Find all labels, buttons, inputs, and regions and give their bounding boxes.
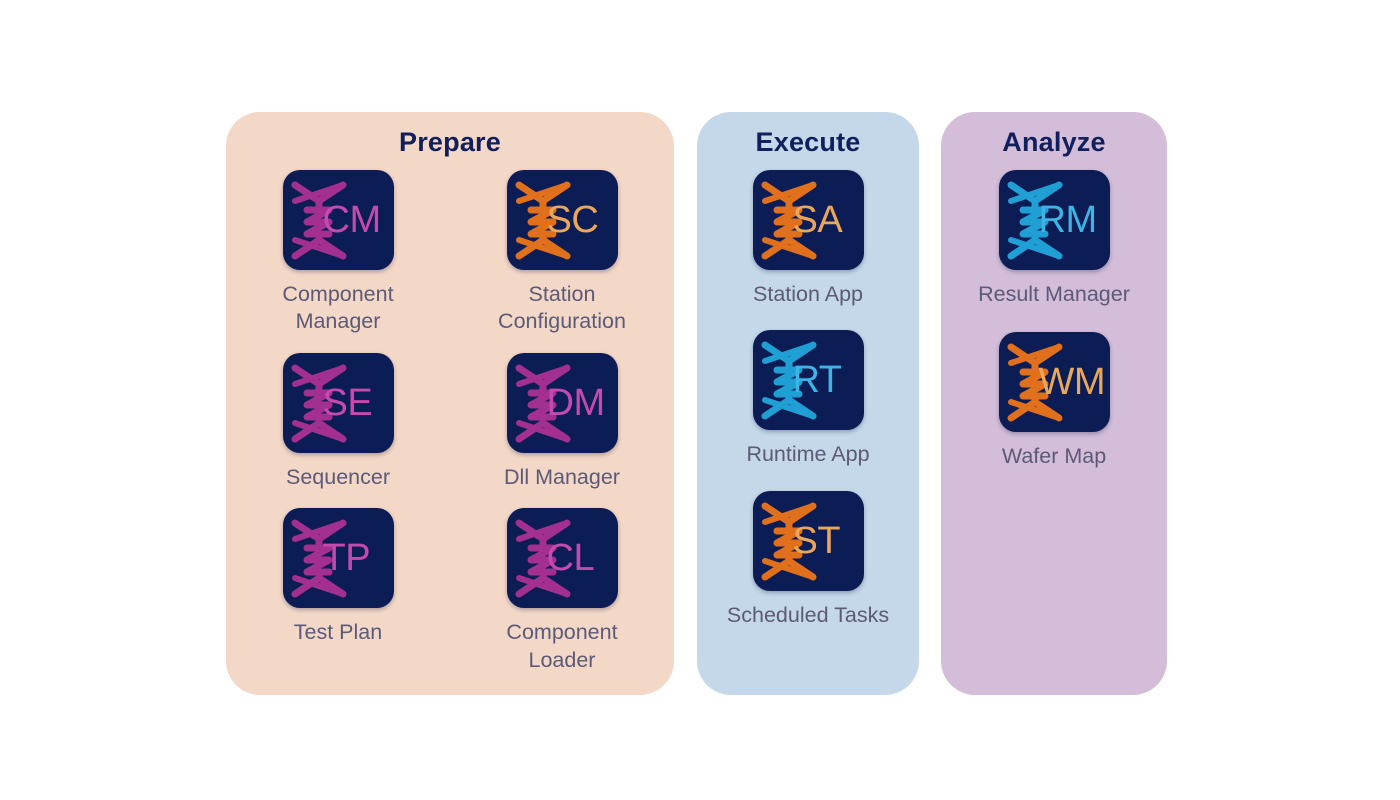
app-initials: CL xyxy=(546,537,595,580)
panel-execute: Execute SA xyxy=(697,112,919,695)
app-icon-tile[interactable]: SE xyxy=(282,352,394,453)
app-test-plan[interactable]: TP Test Plan xyxy=(226,508,450,674)
app-grid-analyze: RM Result Manager xyxy=(941,169,1167,495)
app-icon-tile[interactable]: RM xyxy=(998,169,1110,270)
app-wafer-map[interactable]: WM Wafer Map xyxy=(943,332,1165,471)
app-label: Sequencer xyxy=(286,464,390,489)
app-scheduled-tasks[interactable]: ST Scheduled Tasks xyxy=(697,490,919,630)
helix-icon xyxy=(291,519,346,598)
helix-icon xyxy=(515,181,570,260)
app-label: Scheduled Tasks xyxy=(726,602,890,627)
app-initials: SA xyxy=(792,198,843,241)
app-runtime-app[interactable]: RT Runtime App xyxy=(697,330,919,469)
app-station-configuration[interactable]: SC Station Configuration xyxy=(450,169,674,336)
app-grid-execute: SA Station App xyxy=(697,169,919,652)
app-icon-tile[interactable]: CL xyxy=(506,508,618,609)
app-component-loader[interactable]: CL Component Loader xyxy=(450,508,674,674)
helix-icon xyxy=(761,181,816,260)
app-label: Station App xyxy=(753,281,863,306)
app-initials: TP xyxy=(322,537,371,580)
helix-icon xyxy=(291,364,346,443)
app-icon-tile[interactable]: ST xyxy=(752,490,864,591)
helix-icon xyxy=(761,502,816,581)
app-initials: WM xyxy=(1038,361,1106,404)
app-label: Wafer Map xyxy=(1001,444,1107,469)
app-initials: DM xyxy=(546,381,606,424)
panel-title-analyze: Analyze xyxy=(1002,127,1106,157)
app-label: Test Plan xyxy=(293,620,383,645)
app-label: Result Manager xyxy=(978,281,1130,306)
app-icon-tile[interactable]: SA xyxy=(752,169,864,270)
app-icon-tile[interactable]: RT xyxy=(752,330,864,431)
helix-icon xyxy=(515,519,570,598)
app-icon-tile[interactable]: SC xyxy=(506,169,618,270)
panel-analyze: Analyze RM xyxy=(941,112,1167,695)
helix-icon xyxy=(515,364,570,443)
app-component-manager[interactable]: CM Component Manager xyxy=(226,169,450,336)
app-initials: RM xyxy=(1038,198,1098,241)
helix-icon xyxy=(1007,343,1062,422)
app-initials: RT xyxy=(792,359,842,402)
panel-prepare: Prepare CM xyxy=(226,112,674,695)
app-grid-prepare: CM Component Manager xyxy=(226,169,674,675)
app-result-manager[interactable]: RM Result Manager xyxy=(943,169,1165,309)
helix-icon xyxy=(291,181,346,260)
app-icon-tile[interactable]: TP xyxy=(282,508,394,609)
app-label: Dll Manager xyxy=(504,464,620,489)
app-initials: ST xyxy=(792,519,841,562)
app-icon-tile[interactable]: DM xyxy=(506,352,618,453)
app-initials: CM xyxy=(322,198,382,241)
app-label: Component Manager xyxy=(282,281,394,334)
app-dll-manager[interactable]: DM Dll Manager xyxy=(450,352,674,492)
app-label: Component Loader xyxy=(506,620,618,672)
app-label: Station Configuration xyxy=(498,281,626,334)
app-label: Runtime App xyxy=(746,442,870,467)
helix-icon xyxy=(1007,181,1062,260)
app-station-app[interactable]: SA Station App xyxy=(697,169,919,309)
app-icon-tile[interactable]: CM xyxy=(282,169,394,270)
app-sequencer[interactable]: SE Sequencer xyxy=(226,352,450,492)
panel-title-execute: Execute xyxy=(755,127,861,157)
panel-title-prepare: Prepare xyxy=(399,127,501,157)
helix-icon xyxy=(761,341,816,420)
app-icon-tile[interactable]: WM xyxy=(998,332,1110,433)
app-initials: SC xyxy=(546,198,599,241)
app-initials: SE xyxy=(322,381,373,424)
